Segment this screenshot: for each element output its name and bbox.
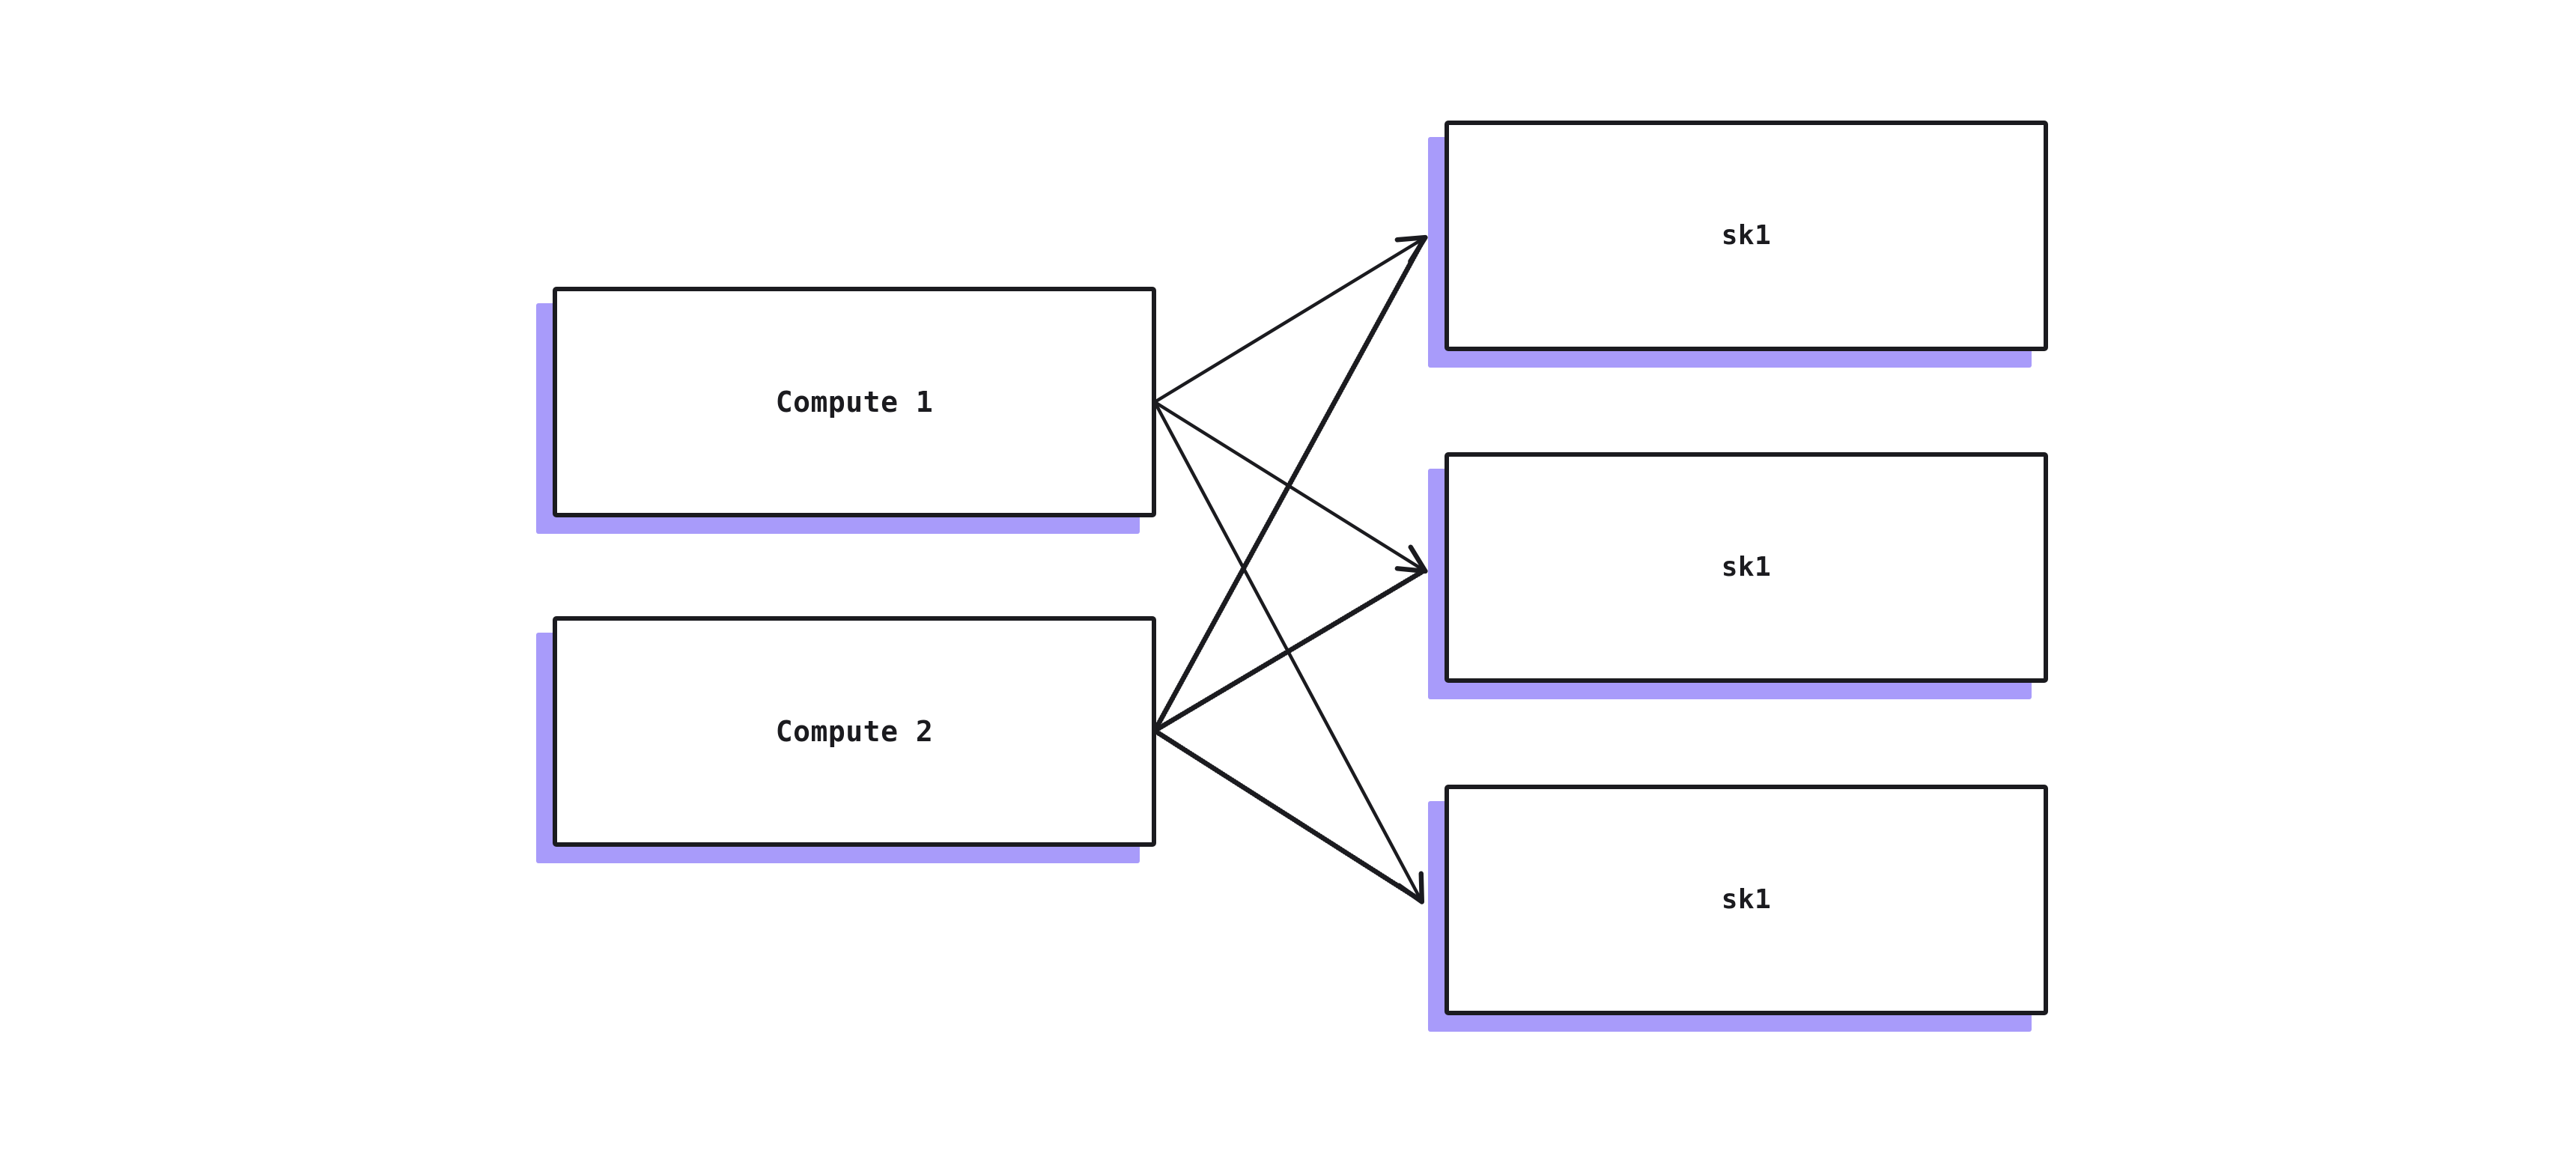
node-sk1-top[interactable]: sk1 <box>1428 121 2048 368</box>
edges-group <box>1152 234 1428 904</box>
node-sk1-middle[interactable]: sk1 <box>1428 452 2048 699</box>
edge-compute1-to-sk1_a <box>1152 234 1428 404</box>
node-label-compute-1: Compute 1 <box>775 386 934 419</box>
edge-compute2-to-sk1_b <box>1152 568 1427 734</box>
edge-compute1-to-sk1_b <box>1152 400 1428 574</box>
node-body[interactable]: Compute 1 <box>553 287 1156 517</box>
node-label-sk1-top: sk1 <box>1721 220 1772 251</box>
node-body[interactable]: sk1 <box>1445 452 2048 683</box>
node-sk1-bottom[interactable]: sk1 <box>1428 785 2048 1032</box>
edge-compute1-to-sk1_c <box>1152 400 1425 904</box>
node-body[interactable]: Compute 2 <box>553 616 1156 847</box>
edge-compute2-to-sk1_a <box>1152 235 1427 734</box>
node-label-compute-2: Compute 2 <box>775 715 934 748</box>
node-compute-1[interactable]: Compute 1 <box>536 287 1156 534</box>
node-body[interactable]: sk1 <box>1445 121 2048 351</box>
node-label-sk1-middle: sk1 <box>1721 552 1772 582</box>
node-label-sk1-bottom: sk1 <box>1721 884 1772 915</box>
node-body[interactable]: sk1 <box>1445 785 2048 1015</box>
node-compute-2[interactable]: Compute 2 <box>536 616 1156 863</box>
edge-compute2-to-sk1_c <box>1152 728 1424 904</box>
